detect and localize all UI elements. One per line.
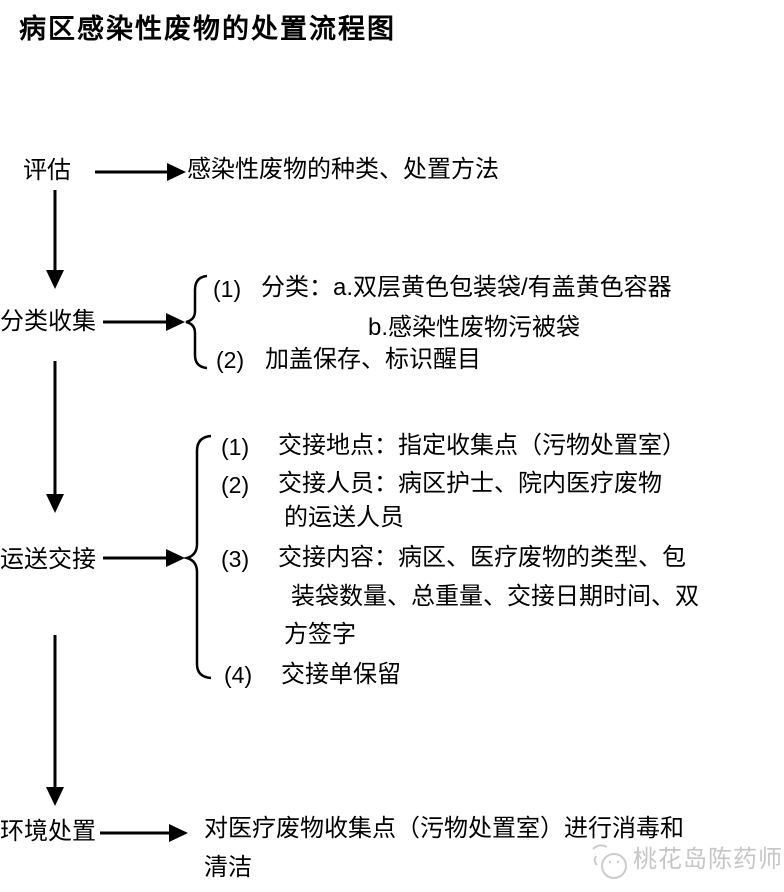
transport-item-text: 的运送人员 bbox=[284, 504, 404, 531]
transport-item-num: (2) bbox=[221, 472, 250, 498]
collect-item-num: (1) bbox=[213, 276, 242, 302]
arrow-assess-to-collect bbox=[46, 190, 64, 289]
arrow-transport-to-brace bbox=[103, 549, 185, 567]
step-label-assess: 评估 bbox=[23, 157, 71, 184]
arrow-collect-to-transport bbox=[46, 361, 64, 513]
collect-item-text: 分类：a.双层黄色包装袋/有盖黄色容器 bbox=[261, 274, 672, 301]
arrow-collect-to-brace bbox=[103, 313, 185, 331]
brace-collect bbox=[185, 274, 208, 370]
transport-item-text: 方签字 bbox=[284, 621, 356, 648]
transport-item-text: 交接单保留 bbox=[281, 661, 401, 688]
transport-item-text: 交接内容：病区、医疗废物的类型、包 bbox=[278, 544, 686, 571]
step-label-collect: 分类收集 bbox=[0, 308, 96, 335]
transport-item-text: 交接人员：病区护士、院内医疗废物 bbox=[278, 470, 662, 497]
arrow-transport-to-dispose bbox=[46, 635, 64, 806]
collect-item-text: b.感染性废物污被袋 bbox=[368, 314, 581, 341]
collect-item-text: 加盖保存、标识醒目 bbox=[265, 346, 481, 373]
transport-item-num: (3) bbox=[221, 546, 250, 572]
arrow-dispose-to-result bbox=[100, 824, 188, 842]
step-label-transport: 运送交接 bbox=[0, 546, 96, 573]
transport-item-text: 装袋数量、总重量、交接日期时间、双 bbox=[291, 583, 699, 610]
transport-item-num: (4) bbox=[224, 662, 253, 688]
page-title: 病区感染性废物的处置流程图 bbox=[19, 14, 396, 44]
watermark-logo-icon bbox=[592, 844, 627, 879]
assess-result-text: 感染性废物的种类、处置方法 bbox=[187, 156, 499, 183]
dispose-result-text: 对医疗废物收集点（污物处置室）进行消毒和 bbox=[204, 815, 684, 842]
collect-item-num: (2) bbox=[216, 347, 245, 373]
arrow-assess-to-result bbox=[95, 163, 186, 181]
step-label-dispose: 环境处置 bbox=[0, 818, 96, 845]
brace-transport bbox=[182, 434, 212, 680]
watermark-text: 桃花岛陈药师 bbox=[633, 846, 783, 873]
transport-item-text: 交接地点：指定收集点（污物处置室） bbox=[278, 432, 686, 459]
transport-item-num: (1) bbox=[221, 434, 250, 460]
dispose-result-text: 清洁 bbox=[204, 854, 252, 881]
